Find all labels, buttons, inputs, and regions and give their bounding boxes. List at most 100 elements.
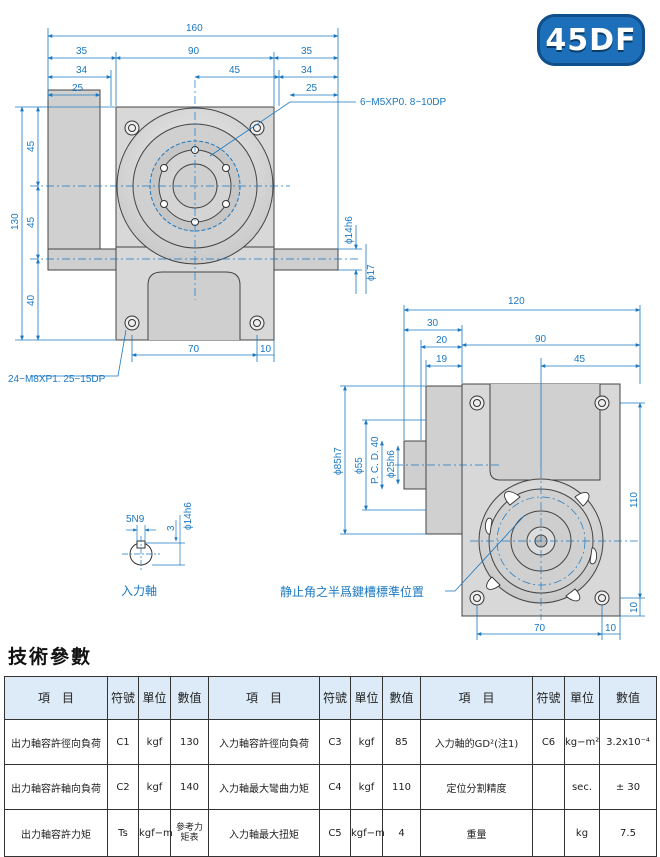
svg-text:45: 45 [229, 65, 241, 76]
table-cell: 重量 [420, 809, 533, 857]
svg-text:70: 70 [188, 344, 200, 355]
header-item: 項 目 [208, 676, 320, 720]
table-cell: C2 [107, 764, 139, 810]
svg-text:45: 45 [26, 216, 37, 228]
svg-text:90: 90 [535, 334, 547, 345]
svg-text:40: 40 [26, 294, 37, 306]
svg-text:160: 160 [186, 23, 203, 34]
svg-text:19: 19 [436, 354, 448, 365]
svg-text:90: 90 [188, 46, 200, 57]
svg-text:10: 10 [629, 601, 640, 613]
svg-text:130: 130 [10, 213, 21, 230]
header-unit: 單位 [350, 676, 383, 720]
table-cell: C3 [319, 719, 351, 765]
front-view [30, 80, 360, 341]
svg-text:35: 35 [76, 46, 88, 57]
table-cell: kgf−m [138, 809, 173, 857]
spec-header-row: 項 目 符號 單位 數值 項 目 符號 單位 數值 項 目 符號 單位 數值 [4, 676, 657, 720]
model-badge: 45DF [537, 14, 645, 66]
header-symbol: 符號 [107, 676, 139, 720]
svg-text:5N9: 5N9 [126, 514, 145, 525]
table-cell: C4 [319, 764, 351, 810]
table-cell: kgf [350, 764, 383, 810]
table-row: 出力軸容許軸向負荷 C2 kgf 140 入力軸最大彎曲力矩 C4 kgf 11… [4, 764, 657, 810]
svg-text:35: 35 [301, 46, 313, 57]
table-cell: kgf−m [350, 809, 385, 857]
table-cell: 140 [170, 764, 209, 810]
front-base-slot [147, 271, 241, 340]
table-cell: 入力軸最大彎曲力矩 [208, 764, 320, 810]
svg-text:34: 34 [76, 65, 88, 76]
front-dimensions [15, 28, 367, 377]
svg-text:45: 45 [26, 140, 37, 152]
table-cell: 出力軸容許徑向負荷 [4, 719, 108, 765]
table-cell: kg [564, 809, 600, 857]
header-value: 數值 [382, 676, 421, 720]
svg-text:10: 10 [605, 623, 617, 634]
side-dim-labels: 120 30 90 20 19 45 ϕ85h7 ϕ55 P. C. D. 40… [280, 296, 640, 634]
table-cell: 4 [382, 809, 421, 857]
header-item: 項 目 [420, 676, 533, 720]
header-value: 數值 [170, 676, 209, 720]
table-cell: C5 [319, 809, 351, 857]
svg-text:45: 45 [574, 354, 586, 365]
table-cell: 定位分割精度 [420, 764, 533, 810]
key-detail: 5N9 3 ϕ14h6 入力軸 [121, 502, 194, 598]
header-symbol: 符號 [319, 676, 351, 720]
table-row: 出力軸容許徑向負荷 C1 kgf 130 入力軸容許徑向負荷 C3 kgf 85… [4, 719, 657, 765]
input-shaft-label: 入力軸 [121, 584, 157, 598]
table-cell: 出力軸容許力矩 [4, 809, 108, 857]
svg-text:25: 25 [72, 83, 84, 94]
header-item: 項 目 [4, 676, 108, 720]
svg-text:10: 10 [260, 344, 272, 355]
svg-text:ϕ14h6: ϕ14h6 [344, 216, 355, 244]
table-cell: sec. [564, 764, 600, 810]
table-cell: 110 [382, 764, 421, 810]
table-cell: C6 [532, 719, 565, 765]
svg-text:ϕ17: ϕ17 [366, 264, 377, 281]
front-dim-labels: 160 35 90 35 34 45 34 25 25 6−M5XP0. 8−1… [8, 23, 446, 385]
svg-text:3: 3 [166, 525, 177, 531]
svg-text:ϕ55: ϕ55 [354, 457, 365, 474]
table-row: 出力軸容許力矩 Ts kgf−m 參考力矩表 入力軸最大扭矩 C5 kgf−m … [4, 809, 657, 857]
table-cell: 7.5 [599, 809, 657, 857]
side-view [395, 383, 640, 620]
svg-text:24−M8XP1. 25−15DP: 24−M8XP1. 25−15DP [8, 374, 106, 385]
model-label: 45DF [545, 22, 637, 58]
table-cell [532, 764, 565, 810]
svg-text:110: 110 [629, 492, 640, 508]
table-cell: Ts [107, 809, 139, 857]
table-cell: 出力軸容許軸向負荷 [4, 764, 108, 810]
keyway-note: 静止角之半爲鍵槽標準位置 [280, 584, 424, 599]
table-cell: 85 [382, 719, 421, 765]
table-cell: kgf [138, 719, 171, 765]
svg-text:70: 70 [534, 623, 546, 634]
header-unit: 單位 [138, 676, 171, 720]
svg-text:6−M5XP0. 8−10DP: 6−M5XP0. 8−10DP [360, 97, 446, 108]
spec-table: 項 目 符號 單位 數值 項 目 符號 單位 數值 項 目 符號 單位 數值 出… [4, 676, 657, 857]
table-cell: ± 30 [599, 764, 657, 810]
svg-text:ϕ25h6: ϕ25h6 [386, 450, 397, 478]
svg-text:ϕ85h7: ϕ85h7 [333, 447, 344, 475]
front-right-shaft [273, 248, 339, 271]
header-unit: 單位 [564, 676, 600, 720]
svg-text:20: 20 [436, 335, 448, 346]
header-symbol: 符號 [532, 676, 565, 720]
section-title: 技術參數 [8, 646, 93, 668]
table-cell: 3.2x10⁻⁴ [599, 719, 657, 765]
table-cell: kgf [350, 719, 383, 765]
table-cell [532, 809, 565, 857]
svg-text:ϕ14h6: ϕ14h6 [183, 502, 194, 530]
front-left-hub [47, 89, 101, 251]
table-cell: kgf [138, 764, 171, 810]
side-dimensions [340, 305, 645, 640]
svg-text:P. C. D. 40: P. C. D. 40 [370, 436, 381, 484]
svg-text:120: 120 [508, 296, 525, 307]
technical-drawing: 160 35 90 35 34 45 34 25 25 6−M5XP0. 8−1… [8, 23, 645, 640]
table-cell: 參考力矩表 [170, 809, 209, 857]
header-value: 數值 [599, 676, 657, 720]
table-cell: 入力軸的GD²(注1) [420, 719, 533, 765]
table-cell: C1 [107, 719, 139, 765]
side-left-hub [425, 385, 463, 535]
front-left-shaft [47, 248, 117, 271]
